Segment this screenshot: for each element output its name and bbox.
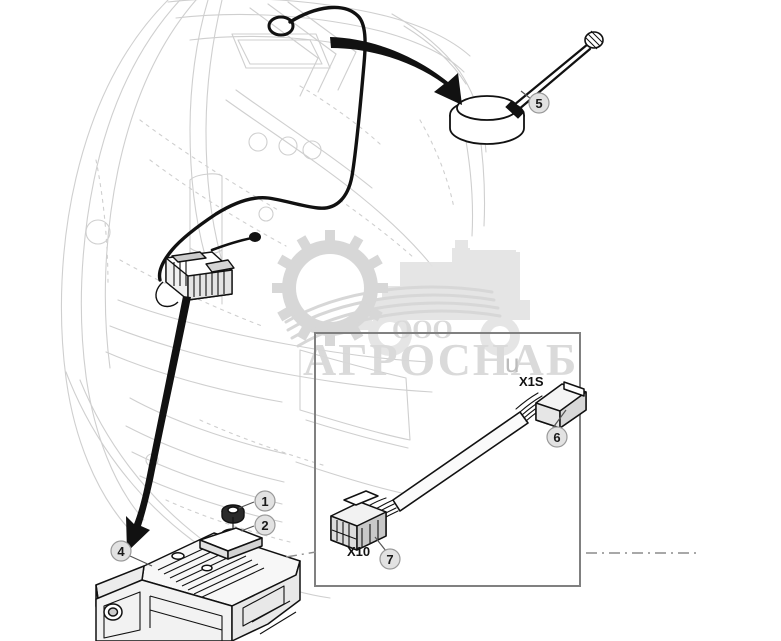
antenna-connector-end xyxy=(584,30,604,50)
callout-1-number: 1 xyxy=(261,494,268,509)
detail-leader-line xyxy=(285,551,700,558)
callout-7: 7 xyxy=(379,548,401,570)
arrow-connector-to-ecu xyxy=(126,296,191,552)
label-x1s: X1S xyxy=(519,374,544,389)
detail-box-frame xyxy=(314,332,581,587)
cable-branch xyxy=(210,236,254,252)
arrow-roof-to-antenna xyxy=(330,37,462,105)
connector-x10 xyxy=(330,490,387,551)
callout-1: 1 xyxy=(254,490,276,512)
antenna-lead-cable xyxy=(512,42,592,112)
harness-cable xyxy=(392,411,529,512)
antenna-cable xyxy=(157,5,367,282)
callout-2-number: 2 xyxy=(261,518,268,533)
cable-ring-terminal xyxy=(267,15,295,37)
callout-4-number: 4 xyxy=(117,544,125,559)
cable-bullet-end xyxy=(249,232,261,242)
watermark-line2: АГРОСНАБ xyxy=(303,334,578,385)
controller-module xyxy=(95,527,301,641)
callout-6-number: 6 xyxy=(553,430,560,445)
callout-4: 4 xyxy=(110,540,132,562)
connector-x1s xyxy=(535,381,587,429)
callout-bubbles: 1 2 4 5 6 7 xyxy=(110,92,568,570)
antenna-cable-boot xyxy=(505,100,525,119)
callout-7-number: 7 xyxy=(386,552,393,567)
callout-leaders xyxy=(129,90,567,567)
callout-6: 6 xyxy=(546,426,568,448)
callout-5-number: 5 xyxy=(535,96,542,111)
cab-connector-block xyxy=(155,251,235,308)
watermark-line1: OOO xyxy=(392,315,453,344)
label-x10: X10 xyxy=(347,544,370,559)
callout-2: 2 xyxy=(254,514,276,536)
gps-antenna xyxy=(449,95,525,145)
watermark-stray-glyph: u xyxy=(505,348,519,378)
callout-5: 5 xyxy=(528,92,550,114)
